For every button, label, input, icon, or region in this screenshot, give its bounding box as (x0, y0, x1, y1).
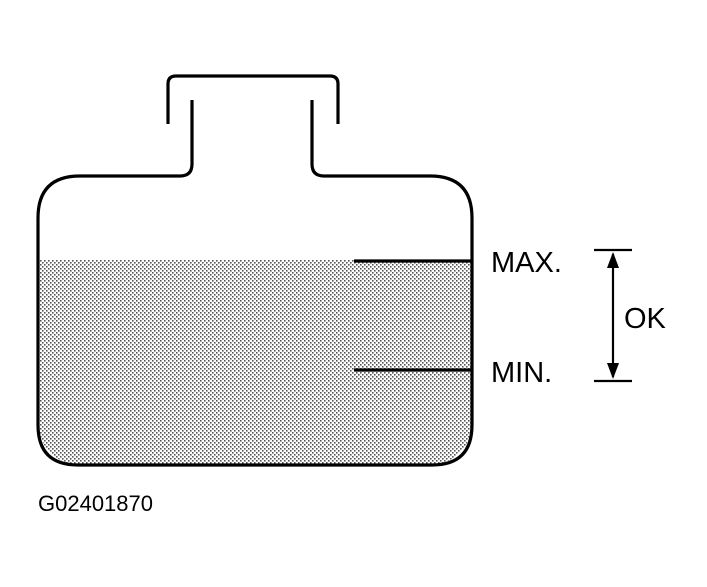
ok-label: OK (624, 303, 667, 335)
fluid-fill (38, 260, 472, 465)
ok-arrow-down-head (607, 363, 619, 379)
ok-arrow-up-head (607, 252, 619, 268)
min-label: MIN. (491, 357, 552, 389)
max-label: MAX. (491, 247, 562, 279)
figure-code: G02401870 (38, 491, 153, 516)
reservoir-body-outline (36, 100, 474, 467)
ok-range-arrow (594, 248, 632, 383)
reservoir-cap (166, 74, 340, 124)
